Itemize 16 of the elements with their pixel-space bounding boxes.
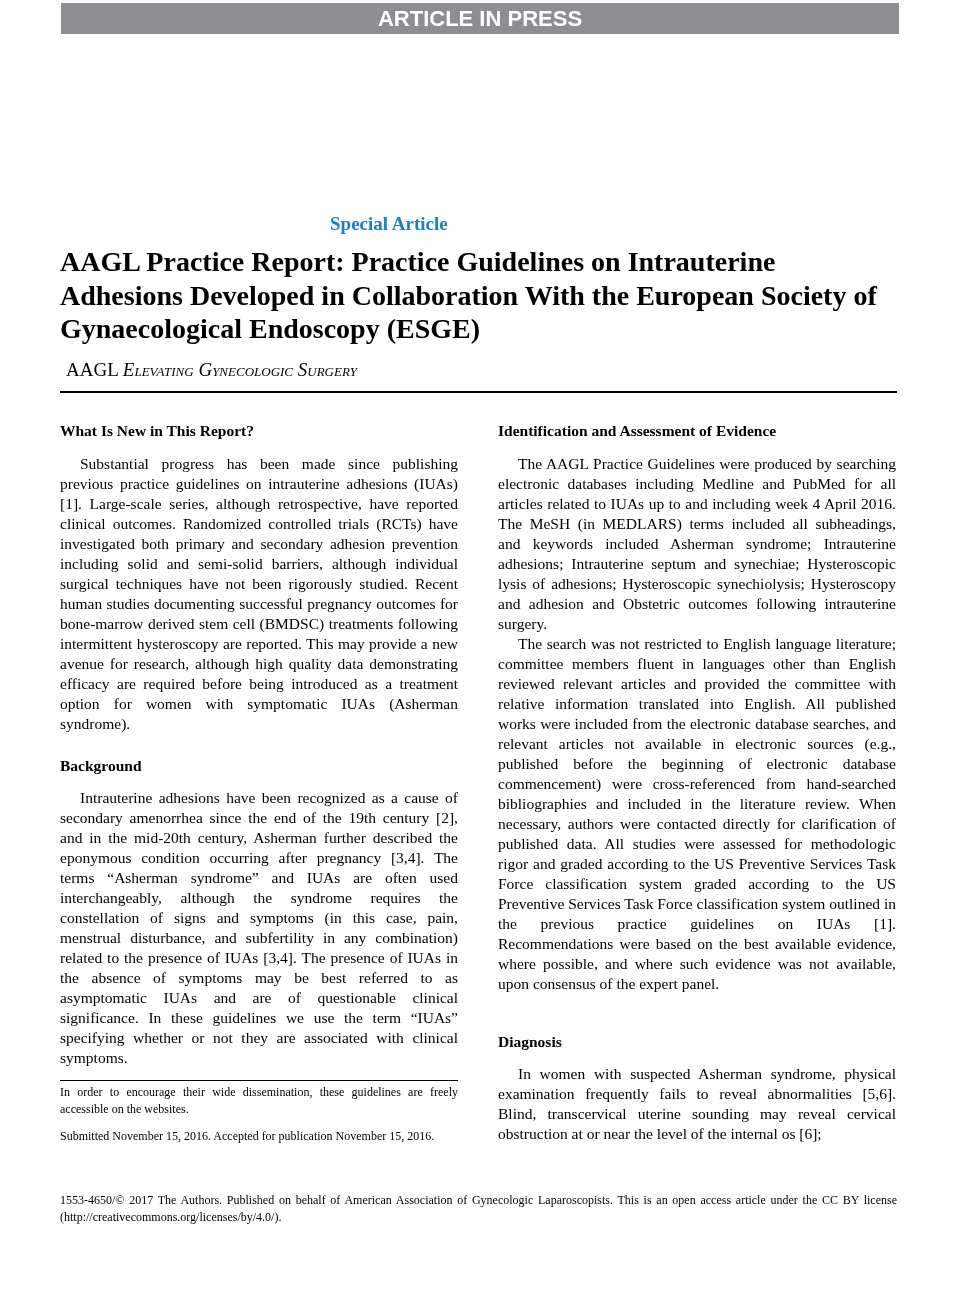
body-paragraph: In women with suspected Asherman syndrome, physical examination frequently fails to reveal abnormalities [5,6]. Blind, transcervical uterine sounding may reveal cervical obstruction at or near the level of the internal os [6];	[498, 1064, 896, 1144]
footnote: Submitted November 15, 2016. Accepted for publication November 15, 2016.	[60, 1128, 436, 1145]
body-paragraph: Substantial progress has been made since publishing previous practice guidelines on intrauterine adhesions (IUAs) [1]. Large-scale series, although retrospective, have reported clinical outcomes. Randomized controlled trials (RCTs) have investigated both primary and secondary adhesion prevention including solid and semi-solid barriers, although individual surgical techniques have not been rigorously studied. Recent human studies documenting successful pregnancy outcomes for bone-marrow derived stem cell (BMDSC) treatments following intermittent hysteroscopy are reported. This may provide a new avenue for research, although high quality data demonstrating efficacy are required before being introduced as a treatment option for women with symptomatic IUAs (Asherman syndrome).	[60, 454, 458, 734]
section-heading: Diagnosis	[498, 1032, 563, 1052]
section-heading: What Is New in This Report?	[60, 421, 255, 441]
body-paragraph: Intrauterine adhesions have been recognized as a cause of secondary amenorrhea since the end of the 19th century [2], and in the mid-20th century, Asherman further described the eponymous condition occurring after pregnancy [3,4]. The terms “Asherman syndrome” and IUAs are often used interchangeably, although the syndrome requires the constellation of signs and symptoms (in this case, pain, menstrual disturbance, and subfertility in any combination) related to the presence of IUAs [3,4]. The presence of IUAs in the absence of symptoms may be best referred to as asymptomatic IUAs and are of questionable clinical significance. In these guidelines we use the term “IUAs” specifying whether or not they are associated with clinical symptoms.	[60, 788, 458, 1068]
footnote: In order to encourage their wide dissemination, these guidelines are freely accessible on the websites.	[60, 1084, 458, 1118]
section-heading: Background	[60, 756, 143, 776]
article-type: Special Article	[330, 212, 448, 236]
body-paragraph: The search was not restricted to English language literature; committee members fluent in languages other than English reviewed relevant articles and provided the committee with relative information translated into English. All published works were included from the electronic database searches, and relevant articles not available in electronic sources (e.g., published before the beginning of electronic database commencement) were cross-referenced from hand-searched bibliographies and included in the literature review. When necessary, authors were contacted directly for clarification of published data. All studies were assessed for methodologic rigor and graded according to the US Preventive Services Task Force classification system graded according to the US Preventive Services Task Force classification system outlined in the previous practice guidelines on IUAs [1]. Recommendations were based on the best available evidence, where possible, and where such evidence was not available, upon consensus of the expert panel.	[498, 634, 896, 994]
copyright-notice: 1553-4650/© 2017 The Authors. Published on behalf of American Association of Gynecologic Laparoscopists. This is an open access article under the CC BY license (http://creativecommons.org/licenses/by/4.0/).	[60, 1192, 897, 1226]
body-paragraph: The AAGL Practice Guidelines were produced by searching electronic databases including Medline and PubMed for all articles related to IUAs up to and including week 4 April 2016. The MeSH (in MEDLARS) terms included all subheadings, and keywords included Asherman syndrome; Intrauterine adhesions; Intrauterine septum and synechiae; Hysteroscopic lysis of adhesions; Hysteroscopic synechiolysis; Hysteroscopy and adhesion and Obstetric outcomes following intrauterine surgery.	[498, 454, 896, 634]
status-banner: ARTICLE IN PRESS	[61, 3, 899, 34]
article-title: AAGL Practice Report: Practice Guidelines on Intrauterine Adhesions Developed in Collaboration With the European Society of Gynaecological Endoscopy (ESGE)	[60, 245, 878, 346]
section-heading: Identification and Assessment of Evidence	[498, 421, 778, 441]
author-line: AAGL Elevating Gynecologic Surgery	[66, 358, 357, 382]
